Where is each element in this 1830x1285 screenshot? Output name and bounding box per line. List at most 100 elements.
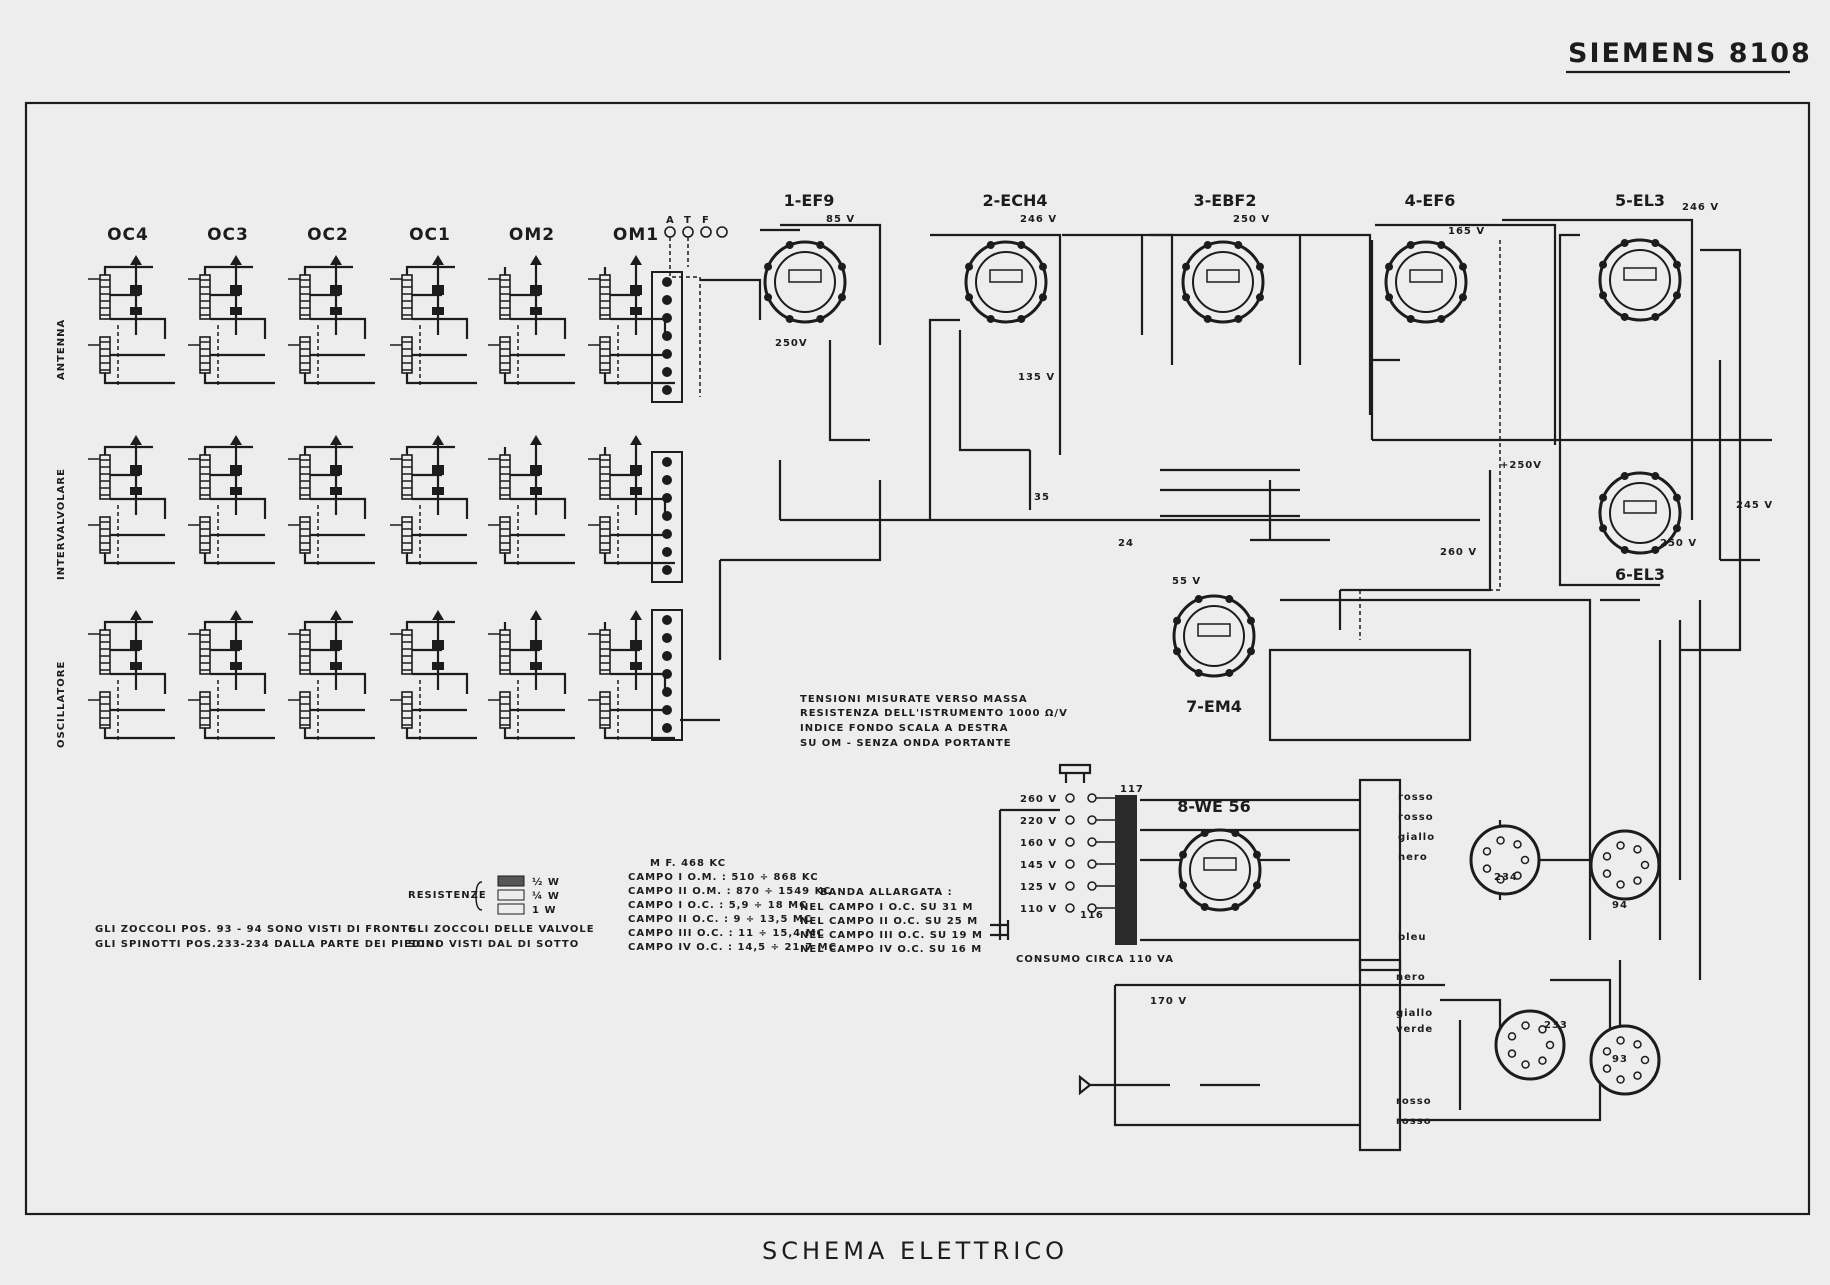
tube-pin xyxy=(816,241,825,250)
socket-pin xyxy=(1521,1021,1530,1030)
socket-pin xyxy=(1602,869,1612,878)
tube-pin xyxy=(1200,829,1209,838)
wire xyxy=(700,228,800,320)
banda-allargata: BANDA ALLARGATA : NEL CAMPO I O.C. SU 31… xyxy=(800,887,983,955)
tube-inner xyxy=(1192,251,1254,313)
tube-pin xyxy=(1017,241,1026,250)
coil xyxy=(599,454,611,500)
tube-pin xyxy=(1179,881,1188,890)
coil xyxy=(99,274,111,320)
wire-color: rosso xyxy=(1398,812,1434,823)
trimmer-arrow-icon xyxy=(630,435,642,445)
tube-pin xyxy=(1458,262,1467,271)
capacitor xyxy=(530,285,542,295)
trimmer-arrow-icon xyxy=(230,610,242,620)
switch-contact xyxy=(662,385,672,395)
capacitor xyxy=(330,640,342,650)
socket-pin xyxy=(1513,871,1522,880)
trimmer-arrow-icon xyxy=(530,255,542,265)
resistor-half-watt-icon xyxy=(497,875,525,887)
capacitor xyxy=(432,662,444,670)
trimmer-arrow-icon xyxy=(130,610,142,620)
socket-pin xyxy=(1507,1049,1517,1058)
wire xyxy=(1062,233,1174,365)
switch-contact xyxy=(662,565,672,575)
trimmer-arrow-icon xyxy=(432,435,444,445)
wire xyxy=(488,458,500,526)
note-line: INDICE FONDO SCALA A DESTRA xyxy=(800,723,1008,734)
connector-ref: 234 xyxy=(1494,872,1518,883)
tube-electrode xyxy=(1203,857,1237,871)
wire xyxy=(103,445,175,565)
socket-pin xyxy=(1482,864,1492,873)
switch-contact xyxy=(662,475,672,485)
tube-pin xyxy=(1182,262,1191,271)
fuse-ref: 116 xyxy=(1080,910,1104,921)
capacitor xyxy=(130,487,142,495)
wire xyxy=(588,278,600,346)
header-title: SIEMENS 8108 xyxy=(1568,38,1812,69)
trimmer-arrow-icon xyxy=(630,610,642,620)
socket-pin xyxy=(1496,836,1505,845)
tube-pin xyxy=(1651,312,1660,321)
coil-assembly xyxy=(88,255,175,385)
tube-pin xyxy=(1672,524,1681,533)
tube-voltage-2: 246 V xyxy=(1020,214,1057,225)
coil xyxy=(599,274,611,320)
coil-bank xyxy=(88,255,675,740)
power-consumption: CONSUMO CIRCA 110 VA xyxy=(1016,954,1174,965)
socket-pin xyxy=(1633,876,1642,885)
wire xyxy=(1358,778,1402,972)
tube-pin xyxy=(1246,647,1255,656)
capacitor xyxy=(630,662,642,670)
wire xyxy=(1160,468,1300,518)
power-plug-icon xyxy=(990,920,1010,940)
socket-pin xyxy=(1520,855,1530,865)
coil xyxy=(99,454,111,500)
trimmer-arrow-icon xyxy=(630,255,642,265)
socket-pin xyxy=(1521,1060,1530,1069)
wire xyxy=(680,480,882,722)
banda-line: NEL CAMPO I O.C. SU 31 M xyxy=(800,902,973,913)
socket-connector xyxy=(1589,1024,1661,1096)
banda-line: NEL CAMPO III O.C. SU 19 M xyxy=(800,930,983,941)
tube-pin xyxy=(1200,902,1209,911)
tube-pin xyxy=(1458,293,1467,302)
wire xyxy=(1502,218,1694,520)
coil xyxy=(199,454,211,500)
voltage-label: 35 xyxy=(1034,492,1050,503)
capacitor xyxy=(432,307,444,315)
wire xyxy=(928,318,1032,520)
switch-contact xyxy=(662,705,672,715)
trimmer-arrow-icon xyxy=(432,610,444,620)
vacuum-tube-4 xyxy=(1384,240,1468,324)
transformer-ref: 117 xyxy=(1120,784,1144,795)
wire xyxy=(303,265,375,385)
switch-contact xyxy=(662,457,672,467)
coil-assembly xyxy=(588,255,675,385)
tube-pin xyxy=(1620,239,1629,248)
tube-voltage-1: 85 V xyxy=(826,214,855,225)
switch-contact xyxy=(662,295,672,305)
connector-ref: 93 xyxy=(1612,1054,1628,1065)
coil-assembly xyxy=(588,610,675,740)
band-labels: OC4 OC3 OC2 OC1 OM2 OM1 xyxy=(107,225,658,245)
switch-contact xyxy=(662,687,672,697)
wire xyxy=(503,622,575,740)
resistor-one-watt-icon xyxy=(497,903,525,915)
capacitor xyxy=(630,307,642,315)
coil-assembly xyxy=(188,255,275,385)
tube-pin xyxy=(1599,291,1608,300)
band-label-oc1: OC1 xyxy=(409,225,451,245)
tubes xyxy=(763,238,1682,1096)
tube-label-6: 6-EL3 xyxy=(1615,565,1665,584)
coil xyxy=(299,454,311,500)
coil xyxy=(499,454,511,500)
capacitor xyxy=(130,285,142,295)
tube-electrode xyxy=(1623,500,1657,514)
wire xyxy=(1678,600,1702,980)
campo-line: CAMPO I O.M. : 510 ÷ 868 KC xyxy=(628,872,819,883)
tube-pin xyxy=(986,241,995,250)
wire xyxy=(188,633,200,701)
tube-pin xyxy=(965,293,974,302)
